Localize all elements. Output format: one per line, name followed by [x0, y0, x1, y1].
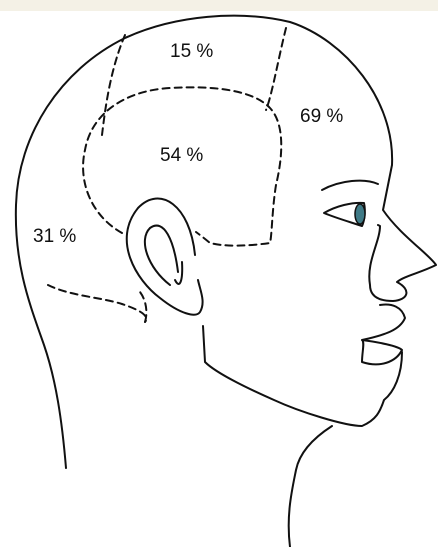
- temporal-percentage: 54 %: [160, 145, 203, 166]
- eye-iris-icon: [355, 204, 365, 224]
- occipital-zone-boundary: [48, 285, 146, 322]
- anterior-percentage: 69 %: [300, 106, 343, 127]
- frontal-zone-boundary-right: [266, 28, 286, 110]
- lips: [362, 305, 405, 365]
- ear-inner: [145, 226, 178, 285]
- occipital-zone-boundary-ear: [140, 292, 146, 322]
- temporal-zone-boundary: [83, 87, 281, 245]
- neck-front: [289, 426, 332, 547]
- occipital-percentage: 31 %: [33, 226, 76, 247]
- head-outline: [16, 16, 436, 468]
- frontal-percentage: 15 %: [170, 41, 213, 62]
- ear-outer: [127, 199, 203, 315]
- brow-line: [322, 181, 378, 190]
